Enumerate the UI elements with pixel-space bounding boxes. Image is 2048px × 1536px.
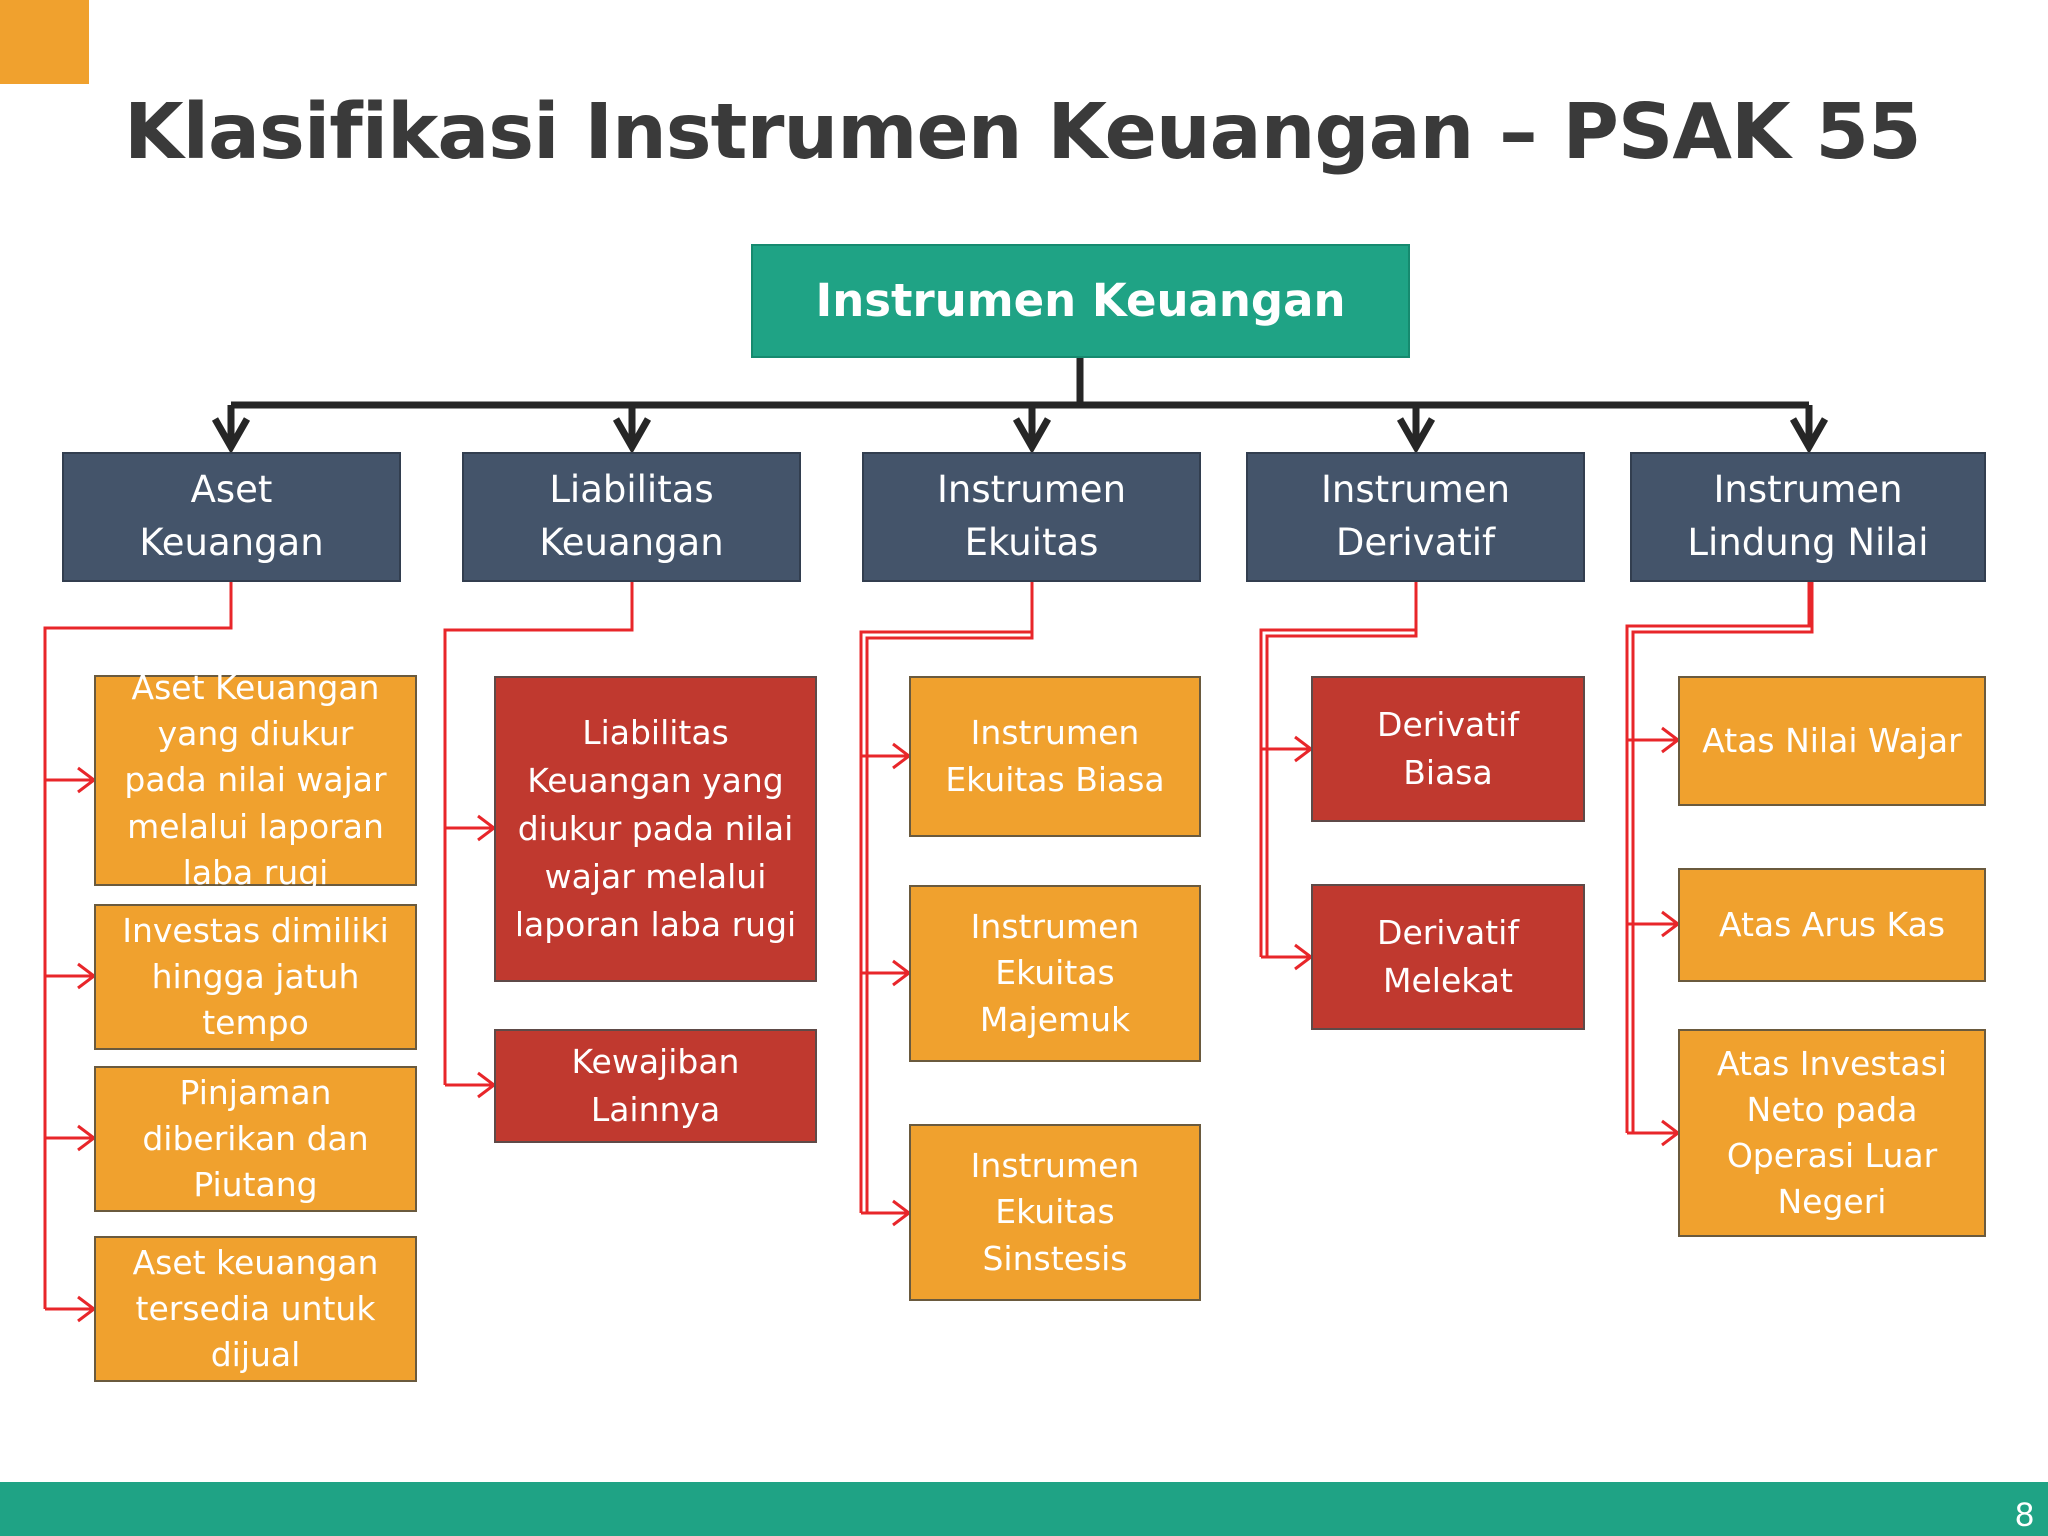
item-label: Derivatif Biasa xyxy=(1377,705,1519,792)
item-derivatif-melekat: Derivatif Melekat xyxy=(1311,884,1585,1030)
item-pinjaman-piutang: Pinjaman diberikan dan Piutang xyxy=(94,1066,417,1212)
item-label: Kewajiban Lainnya xyxy=(571,1042,740,1129)
item-label: Atas Investasi Neto pada Operasi Luar Ne… xyxy=(1716,1043,1948,1222)
item-atas-nilai-wajar: Atas Nilai Wajar xyxy=(1678,676,1986,806)
corner-accent xyxy=(0,0,89,84)
item-atas-investasi-neto: Atas Investasi Neto pada Operasi Luar Ne… xyxy=(1678,1029,1986,1237)
item-ekuitas-sinstesis: Instrumen Ekuitas Sinstesis xyxy=(909,1124,1201,1301)
category-label: Instrumen Lindung Nilai xyxy=(1687,468,1929,564)
item-aset-nilai-wajar: Aset Keuangan yang diukur pada nilai waj… xyxy=(94,668,417,892)
category-instrumen-derivatif: Instrumen Derivatif xyxy=(1246,452,1585,582)
category-label: Instrumen Derivatif xyxy=(1320,468,1511,564)
item-investasi-jatuh-tempo: Investas dimiliki hingga jatuh tempo xyxy=(94,904,417,1050)
category-label: Instrumen Ekuitas xyxy=(936,468,1127,564)
item-aset-tersedia-dijual: Aset keuangan tersedia untuk dijual xyxy=(94,1236,417,1382)
category-instrumen-ekuitas: Instrumen Ekuitas xyxy=(862,452,1201,582)
item-label: Derivatif Melekat xyxy=(1377,913,1519,1000)
item-label: Aset Keuangan yang diukur pada nilai waj… xyxy=(124,668,387,892)
arrowhead-4 xyxy=(1396,417,1436,455)
page-number: 8 xyxy=(2015,1496,2034,1534)
category-aset-keuangan: Aset Keuangan xyxy=(62,452,401,582)
slide-title: Klasifikasi Instrumen Keuangan – PSAK 55 xyxy=(124,88,1922,177)
item-label: Aset keuangan tersedia untuk dijual xyxy=(132,1242,379,1375)
item-atas-arus-kas: Atas Arus Kas xyxy=(1678,868,1986,982)
root-label: Instrumen Keuangan xyxy=(815,273,1346,327)
arrowhead-2 xyxy=(612,417,652,455)
item-label: Instrumen Ekuitas Biasa xyxy=(945,713,1165,799)
category-instrumen-lindung-nilai: Instrumen Lindung Nilai xyxy=(1630,452,1986,582)
item-liabilitas-nilai-wajar: Liabilitas Keuangan yang diukur pada nil… xyxy=(494,676,817,982)
root-node: Instrumen Keuangan xyxy=(751,244,1410,358)
item-derivatif-biasa: Derivatif Biasa xyxy=(1311,676,1585,822)
category-liabilitas-keuangan: Liabilitas Keuangan xyxy=(462,452,801,582)
category-label: Liabilitas Keuangan xyxy=(539,468,724,564)
item-kewajiban-lainnya: Kewajiban Lainnya xyxy=(494,1029,817,1143)
arrowhead-1 xyxy=(211,417,251,455)
item-label: Investas dimiliki hingga jatuh tempo xyxy=(122,910,389,1043)
arrowhead-5 xyxy=(1789,417,1829,455)
item-label: Atas Nilai Wajar xyxy=(1702,720,1962,760)
item-label: Instrumen Ekuitas Sinstesis xyxy=(970,1146,1140,1278)
category-label: Aset Keuangan xyxy=(139,468,324,564)
item-label: Atas Arus Kas xyxy=(1718,904,1946,944)
item-ekuitas-biasa: Instrumen Ekuitas Biasa xyxy=(909,676,1201,837)
footer-bar xyxy=(0,1482,2048,1536)
item-label: Pinjaman diberikan dan Piutang xyxy=(142,1072,369,1205)
item-ekuitas-majemuk: Instrumen Ekuitas Majemuk xyxy=(909,885,1201,1062)
item-label: Instrumen Ekuitas Majemuk xyxy=(970,907,1140,1039)
item-label: Liabilitas Keuangan yang diukur pada nil… xyxy=(514,713,797,944)
arrowhead-3 xyxy=(1012,417,1052,455)
